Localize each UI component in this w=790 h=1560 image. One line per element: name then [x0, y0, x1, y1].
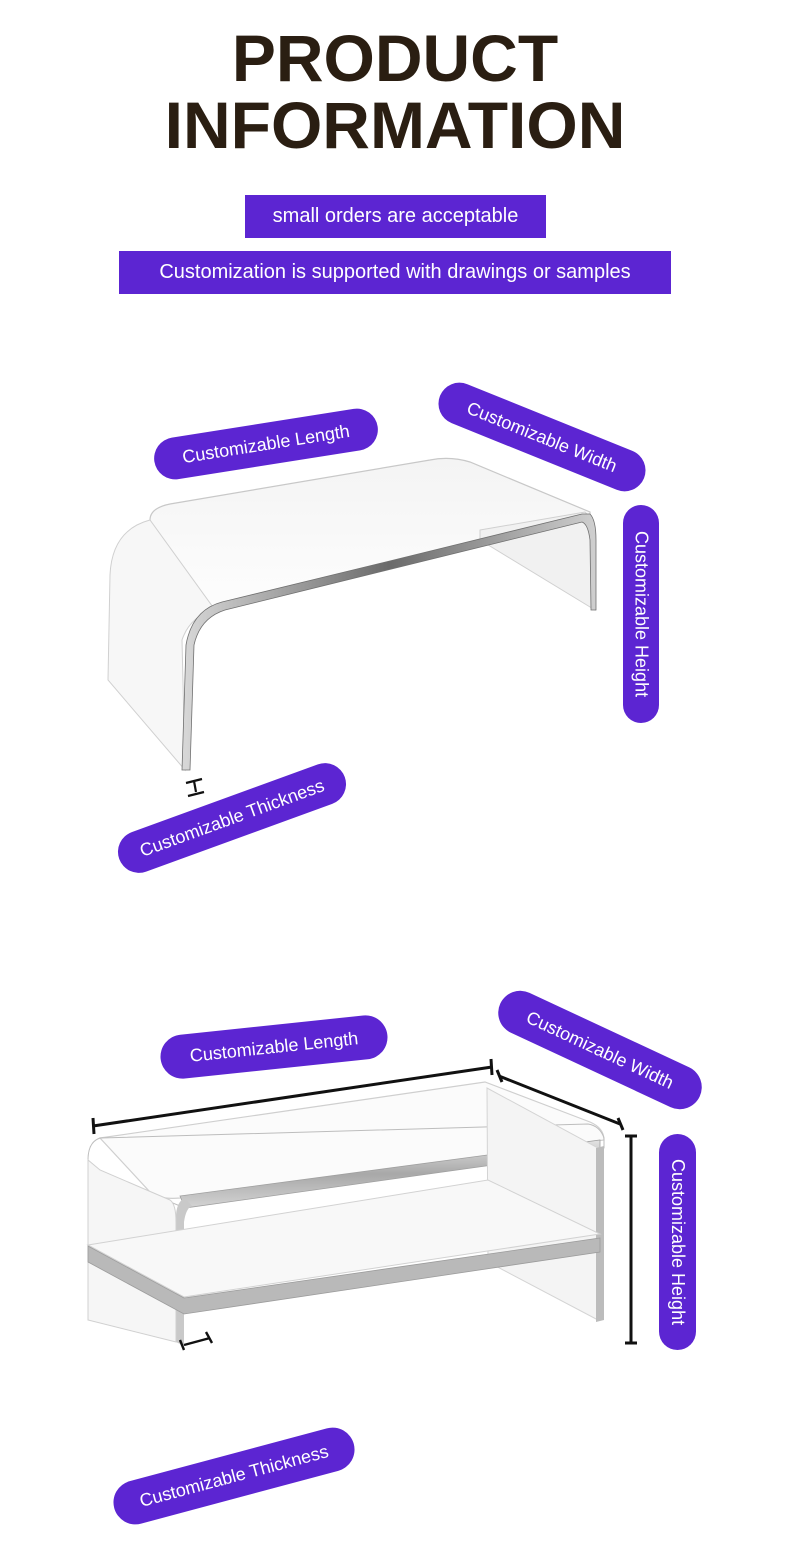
page-title-line1: PRODUCT — [231, 21, 559, 95]
product1-height-label: Customizable Height — [623, 505, 659, 723]
acrylic-shelf-illustration — [86, 1058, 637, 1351]
acrylic-riser-illustration — [107, 457, 597, 798]
customization-text: Customization is supported with drawings… — [159, 261, 631, 283]
page-title-line2: INFORMATION — [164, 88, 626, 162]
customization-banner: Customization is supported with drawings… — [119, 251, 671, 294]
product2-height-label: Customizable Height — [659, 1134, 696, 1350]
small-orders-banner: small orders are acceptable — [245, 195, 546, 238]
small-orders-text: small orders are acceptable — [272, 205, 519, 227]
